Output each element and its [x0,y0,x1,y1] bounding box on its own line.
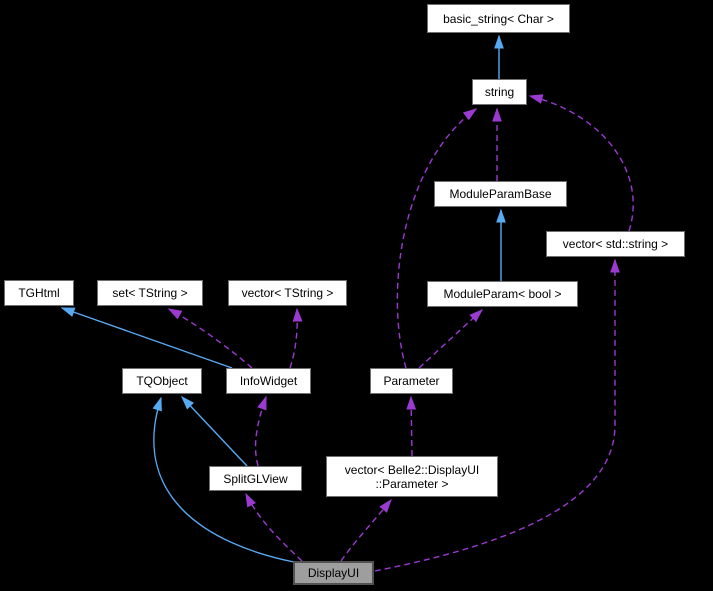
edge-displayui-to-vector-std-string [374,258,620,572]
node-module-param-base[interactable]: ModuleParamBase [434,181,567,207]
node-displayui[interactable]: DisplayUI [293,561,374,585]
edge-displayui-to-splitglview [245,492,303,562]
node-parameter[interactable]: Parameter [370,368,453,394]
edge-parameter-to-module-param-bool [418,309,484,369]
node-vector-displayui-parameter[interactable]: vector< Belle2::DisplayUI ::Parameter > [326,456,498,497]
node-infowidget[interactable]: InfoWidget [226,368,311,394]
edge-infowidget-to-set-tstring [167,308,253,369]
node-set-tstring[interactable]: set< TString > [97,280,203,306]
edge-vector-std-string-to-string [528,94,634,232]
node-vector-tstring[interactable]: vector< TString > [228,280,347,306]
edge-infowidget-to-tghtml [60,307,233,369]
node-splitglview[interactable]: SplitGLView [209,466,302,491]
node-tqobject[interactable]: TQObject [122,368,202,394]
edge-displayui-to-vector-displayui-parameter [340,498,392,562]
edge-infowidget-to-vector-tstring [289,307,303,369]
edge-splitglview-to-tqobject [181,395,248,467]
edge-splitglview-to-infowidget [254,395,267,467]
node-basic-string[interactable]: basic_string< Char > [427,4,570,33]
node-string[interactable]: string [472,79,527,105]
node-tghtml[interactable]: TGHtml [4,280,74,306]
edge-parameter-to-string [396,108,478,369]
node-module-param-bool[interactable]: ModuleParam< bool > [427,281,578,307]
edge-displayui-to-tqobject [152,396,295,563]
node-vector-std-string[interactable]: vector< std::string > [546,231,685,257]
